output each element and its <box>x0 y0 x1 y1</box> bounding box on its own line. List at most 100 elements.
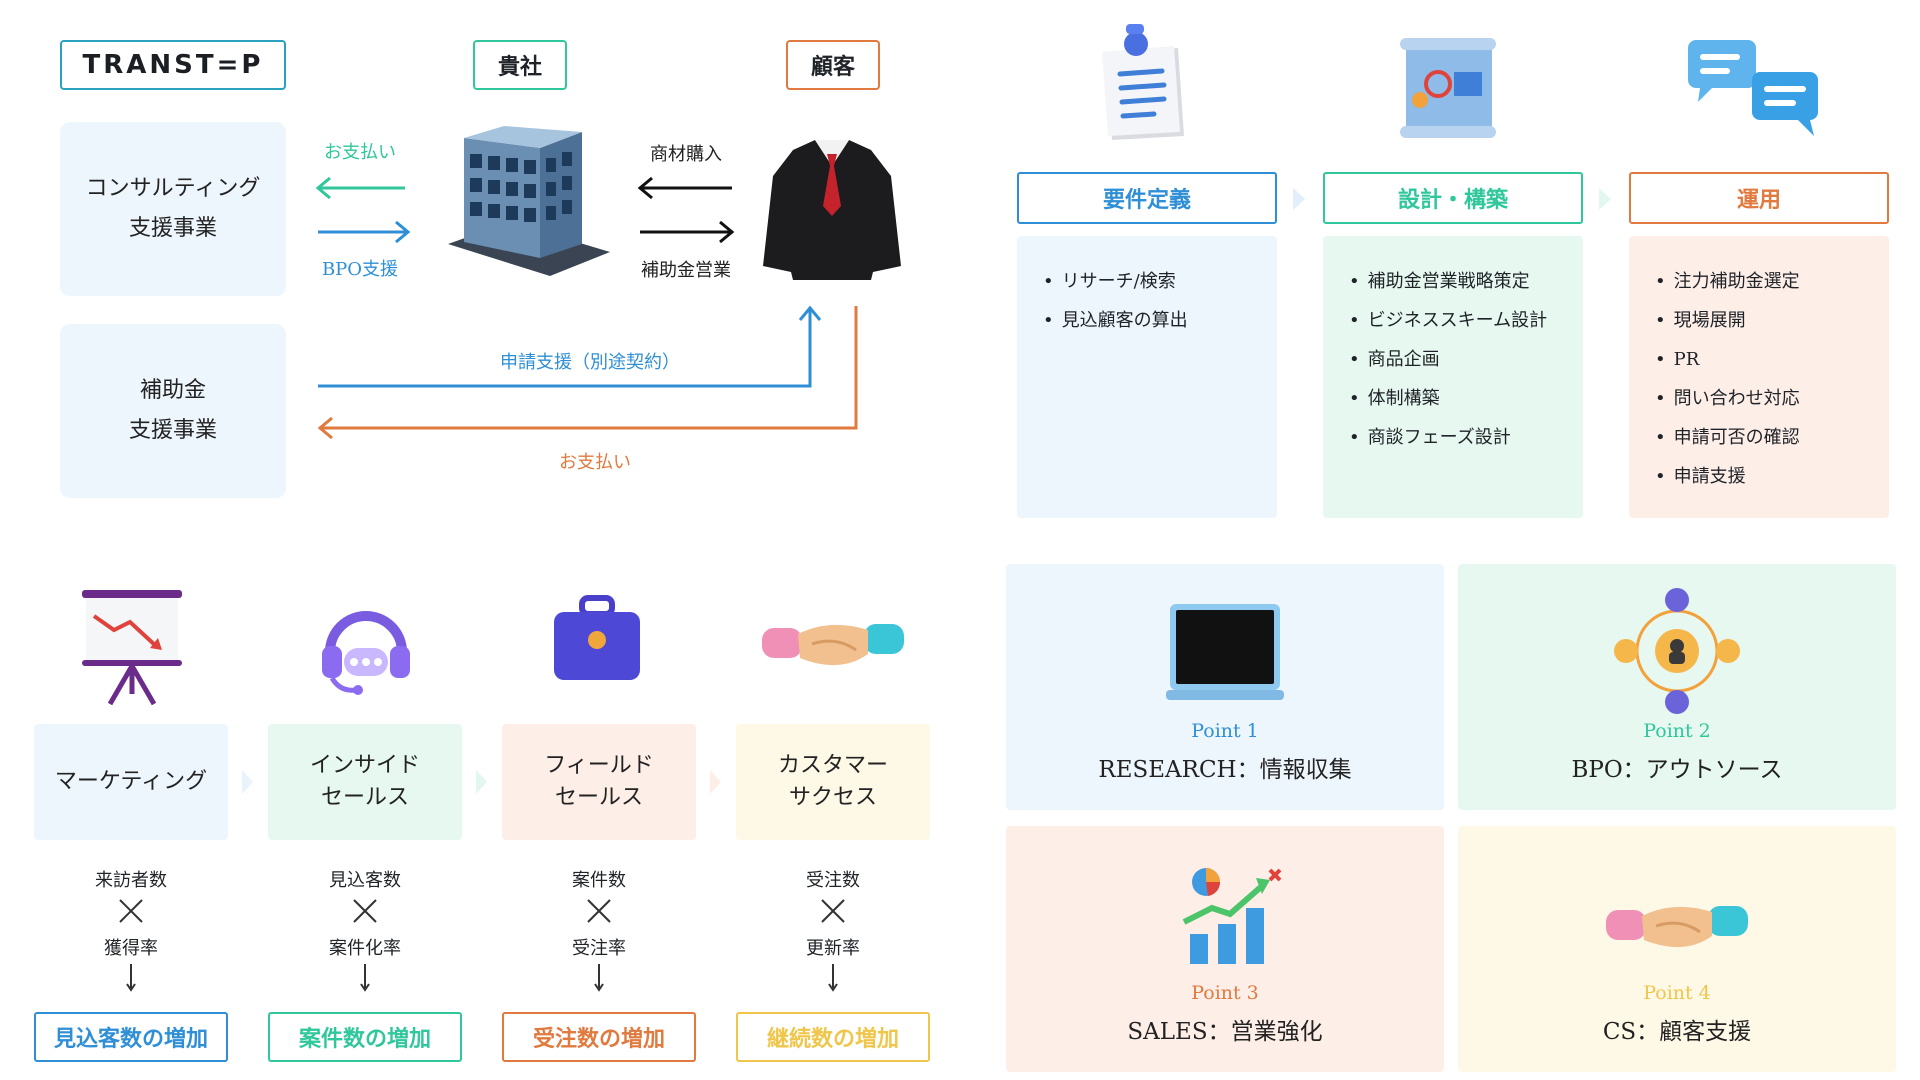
point-card-sales: Point 3 SALES：営業強化 <box>1006 826 1444 1072</box>
process-step-head-2: 設計・構築 <box>1323 172 1583 224</box>
funnel-stage-label: マーケティング <box>54 769 208 794</box>
process-step-head-3: 運用 <box>1629 172 1889 224</box>
metric-a: 見込客数 <box>329 870 401 891</box>
flow-application-label: 申請支援（別途契約） <box>500 352 680 373</box>
funnel-stage-label: フィールド セールス <box>544 753 654 810</box>
multiply-icon <box>352 898 378 928</box>
process-item: 体制構築 <box>1349 379 1583 418</box>
process-item: リサーチ/検索 <box>1043 262 1277 301</box>
process-item: PR <box>1655 340 1889 379</box>
growth-chart-icon <box>1178 864 1286 968</box>
company-tag-label: 貴社 <box>497 54 542 80</box>
office-building-icon <box>440 124 618 280</box>
result-retention-increase: 継続数の増加 <box>736 1012 930 1062</box>
blueprint-scroll-icon <box>1394 36 1502 140</box>
result-leads-increase: 見込客数の増加 <box>34 1012 228 1062</box>
process-list-2: 補助金営業戦略策定 ビジネススキーム設計 商品企画 体制構築 商談フェーズ設計 <box>1323 236 1583 518</box>
point-number: Point 3 <box>1191 982 1259 1004</box>
result-label: 継続数の増加 <box>766 1026 899 1052</box>
process-step-title-1: 要件定義 <box>1102 187 1191 213</box>
chevron-right-icon <box>708 768 724 800</box>
point-number: Point 4 <box>1643 982 1711 1004</box>
flow-payment-bottom-label: お支払い <box>559 452 631 473</box>
process-item: 商品企画 <box>1349 340 1583 379</box>
result-orders-increase: 受注数の増加 <box>502 1012 696 1062</box>
chat-bubbles-icon <box>1688 40 1824 140</box>
presentation-board-icon <box>80 590 184 706</box>
process-step-head-1: 要件定義 <box>1017 172 1277 224</box>
flow-bpo-label: BPO支援 <box>321 259 399 280</box>
point-title: SALES：営業強化 <box>1127 1019 1323 1045</box>
team-network-icon <box>1612 588 1742 714</box>
point-card-bpo: Point 2 BPO：アウトソース <box>1458 564 1896 810</box>
result-deals-increase: 案件数の増加 <box>268 1012 462 1062</box>
metric-a: 来訪者数 <box>95 870 167 891</box>
multiply-icon <box>118 898 144 928</box>
down-arrow-icon <box>125 964 137 996</box>
point-title: CS：顧客支援 <box>1602 1019 1752 1045</box>
metric-b: 獲得率 <box>104 938 158 959</box>
process-step-title-3: 運用 <box>1736 187 1781 213</box>
handshake-icon <box>760 614 906 678</box>
company-tag: 貴社 <box>473 40 567 90</box>
process-item: 現場展開 <box>1655 301 1889 340</box>
company-logo: TRANST=P <box>60 40 286 90</box>
result-label: 受注数の増加 <box>532 1026 665 1052</box>
logo-text: TRANST=P <box>82 50 264 80</box>
process-item: 商談フェーズ設計 <box>1349 418 1583 457</box>
result-label: 案件数の増加 <box>298 1026 431 1052</box>
funnel-stage-customer-success: カスタマー サクセス <box>736 724 930 840</box>
point-card-cs: Point 4 CS：顧客支援 <box>1458 826 1896 1072</box>
process-item: 申請支援 <box>1655 457 1889 496</box>
funnel-stage-label: カスタマー サクセス <box>777 753 888 810</box>
metric-b: 案件化率 <box>329 938 401 959</box>
process-item: 注力補助金選定 <box>1655 262 1889 301</box>
subsidy-service-box: 補助金 支援事業 <box>60 324 286 498</box>
customer-suit-icon <box>763 136 901 280</box>
multiply-icon <box>820 898 846 928</box>
metric-a: 案件数 <box>572 870 626 891</box>
point-title: BPO：アウトソース <box>1571 757 1783 783</box>
process-item: 補助金営業戦略策定 <box>1349 262 1583 301</box>
funnel-stage-marketing: マーケティング <box>34 724 228 840</box>
flow-purchase-label: 商材購入 <box>650 144 722 165</box>
process-step-title-2: 設計・構築 <box>1397 187 1508 213</box>
consulting-service-box: コンサルティング 支援事業 <box>60 122 286 296</box>
flow-payment-label: お支払い <box>324 142 396 163</box>
process-item: 問い合わせ対応 <box>1655 379 1889 418</box>
point-title: RESEARCH：情報収集 <box>1098 757 1352 783</box>
process-list-1: リサーチ/検索 見込顧客の算出 <box>1017 236 1277 518</box>
funnel-stage-label: インサイド セールス <box>309 753 420 810</box>
laptop-icon <box>1166 604 1284 706</box>
multiply-icon <box>586 898 612 928</box>
metric-b: 更新率 <box>806 938 860 959</box>
down-arrow-icon <box>827 964 839 996</box>
process-item: ビジネススキーム設計 <box>1349 301 1583 340</box>
handshake-icon <box>1604 896 1750 960</box>
process-item: 見込顧客の算出 <box>1043 301 1277 340</box>
result-label: 見込客数の増加 <box>53 1026 208 1052</box>
process-list-3: 注力補助金選定 現場展開 PR 問い合わせ対応 申請可否の確認 申請支援 <box>1629 236 1889 518</box>
metric-a: 受注数 <box>806 870 860 891</box>
chevron-right-icon <box>1597 186 1615 216</box>
process-item: 申請可否の確認 <box>1655 418 1889 457</box>
down-arrow-icon <box>593 964 605 996</box>
chevron-right-icon <box>474 768 490 800</box>
point-card-research: Point 1 RESEARCH：情報収集 <box>1006 564 1444 810</box>
consulting-service-label: コンサルティング 支援事業 <box>85 176 261 241</box>
down-arrow-icon <box>359 964 371 996</box>
chevron-right-icon <box>240 768 256 800</box>
briefcase-icon <box>552 594 642 684</box>
funnel-stage-field-sales: フィールド セールス <box>502 724 696 840</box>
funnel-stage-inside-sales: インサイド セールス <box>268 724 462 840</box>
business-flow-arrows <box>315 176 858 440</box>
memo-note-icon <box>1094 24 1190 142</box>
subsidy-service-label: 補助金 支援事業 <box>128 378 217 443</box>
point-number: Point 1 <box>1191 720 1259 742</box>
chevron-right-icon <box>1291 186 1309 216</box>
customer-tag-label: 顧客 <box>810 54 855 80</box>
point-number: Point 2 <box>1643 720 1711 742</box>
headset-icon <box>316 596 416 696</box>
metric-b: 受注率 <box>572 938 626 959</box>
customer-tag: 顧客 <box>786 40 880 90</box>
